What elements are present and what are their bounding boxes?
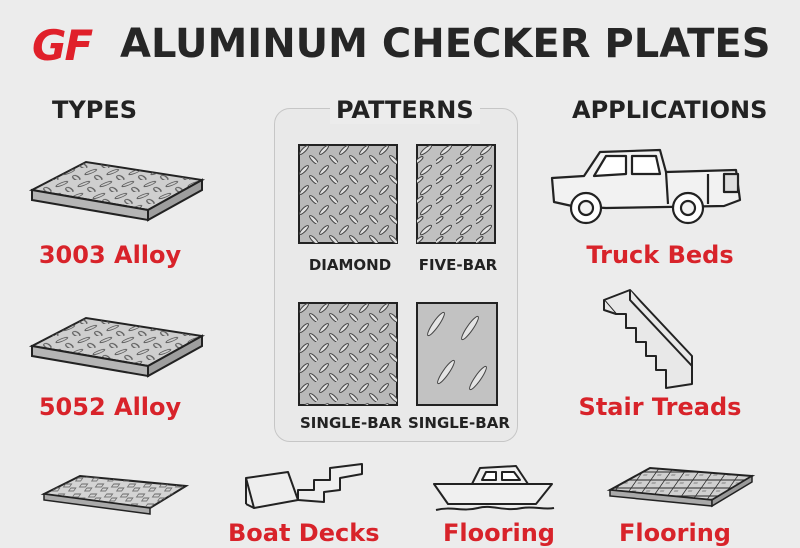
pattern-label-single-bar-1: SINGLE-BAR xyxy=(300,414,402,432)
application-label-truck-beds: Truck Beds xyxy=(586,241,734,269)
bottom-label-flooring-1: Flooring xyxy=(443,519,555,547)
page-title: ALUMINUM CHECKER PLATES xyxy=(120,21,771,67)
type-label-5052: 5052 Alloy xyxy=(38,393,182,421)
brand-logo: GF xyxy=(32,21,93,70)
bottom-label-flooring-2: Flooring xyxy=(619,519,731,547)
application-label-stair-treads: Stair Treads xyxy=(578,393,742,421)
pattern-label-five-bar: FIVE-BAR xyxy=(418,256,498,274)
pickup-truck-icon xyxy=(550,148,742,225)
dock-steps-icon xyxy=(245,463,363,509)
pattern-label-diamond: DIAMOND xyxy=(308,256,392,274)
single-bar-pattern-swatch xyxy=(416,302,498,406)
pattern-label-single-bar-2: SINGLE-BAR xyxy=(408,414,510,432)
diamond-pattern-swatch xyxy=(298,144,398,244)
checker-plate-icon xyxy=(28,160,206,222)
flooring-plate-icon xyxy=(40,474,190,515)
applications-heading: APPLICATIONS xyxy=(572,96,768,124)
types-heading: TYPES xyxy=(52,96,138,124)
patterns-heading: PATTERNS xyxy=(330,96,480,124)
type-label-3003: 3003 Alloy xyxy=(38,241,182,269)
staircase-icon xyxy=(603,289,693,389)
single-bar-pattern-swatch xyxy=(298,302,398,406)
checker-plate-icon xyxy=(28,316,206,378)
five-bar-pattern-swatch xyxy=(416,144,496,244)
floor-tile-icon xyxy=(606,466,756,508)
bottom-label-boat-decks: Boat Decks xyxy=(228,519,380,547)
boat-icon xyxy=(433,465,555,511)
